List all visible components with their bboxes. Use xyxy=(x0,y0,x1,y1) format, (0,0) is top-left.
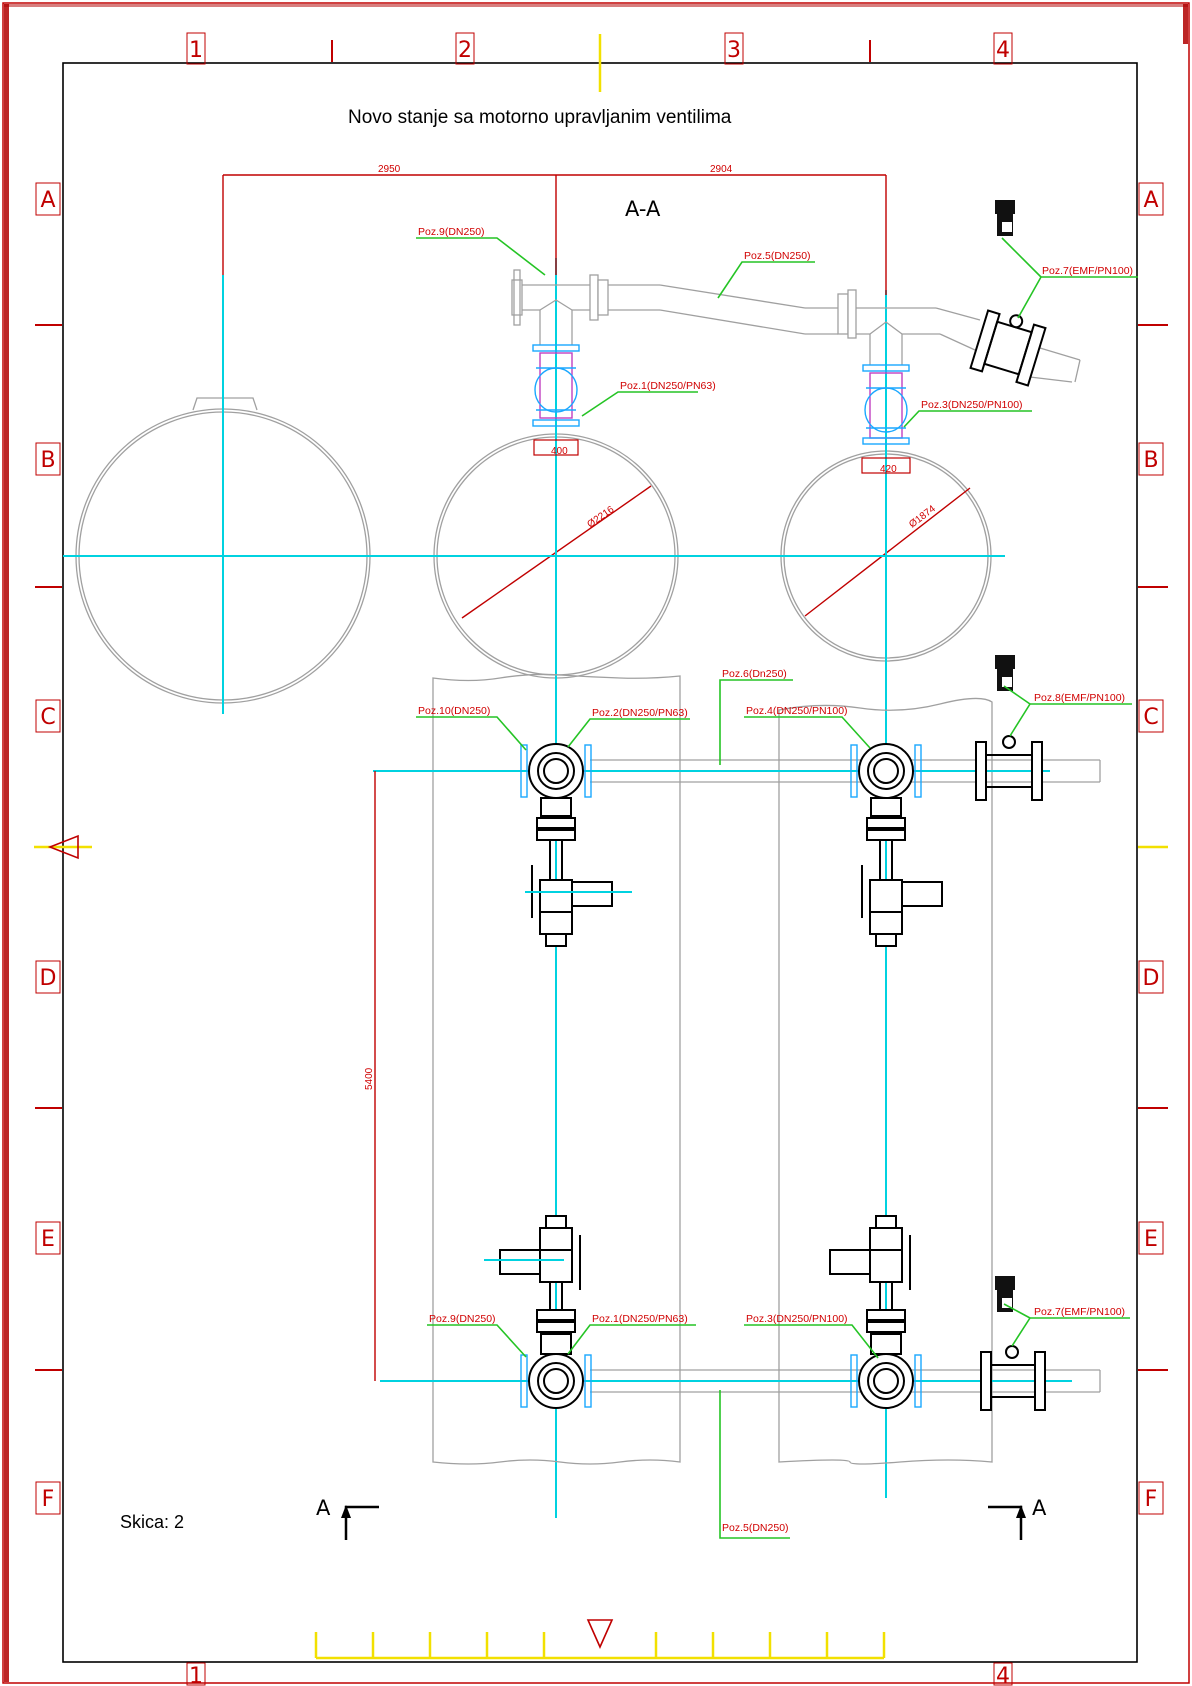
label-top-poz1: Poz.1(DN250/PN63) xyxy=(620,380,716,392)
label-mid-poz4: Poz.4(DN250/PN100) xyxy=(746,705,848,717)
label-mid-poz2: Poz.2(DN250/PN63) xyxy=(592,707,688,719)
label-bot-poz7: Poz.7(EMF/PN100) xyxy=(1034,1306,1125,1318)
label-top-poz9: Poz.9(DN250) xyxy=(418,226,485,238)
label-mid-poz6: Poz.6(Dn250) xyxy=(722,668,787,680)
top-flow-meter xyxy=(969,200,1047,387)
plan-vessels xyxy=(432,673,993,1465)
row-label-right-F: F xyxy=(1145,1487,1158,1512)
plan-valve-c-left xyxy=(520,743,632,947)
centering-marks xyxy=(34,34,1168,1660)
row-label-left-A: A xyxy=(40,188,55,213)
row-label-left-E: E xyxy=(41,1227,55,1252)
plan-valve-e-right xyxy=(829,1215,922,1409)
col-label-top-1: 1 xyxy=(189,38,203,63)
label-bot-poz1: Poz.1(DN250/PN63) xyxy=(592,1313,688,1325)
dim-2950: 2950 xyxy=(378,164,401,175)
top-valve-2 xyxy=(862,364,910,445)
plan-labels: Poz.6(Dn250) Poz.10(DN250) Poz.2(DN250/P… xyxy=(416,668,1132,1539)
dia-label-1: Ø2216 xyxy=(585,504,616,530)
section-marker-right: A xyxy=(988,1496,1047,1540)
row-label-right-E: E xyxy=(1144,1227,1158,1252)
top-valve-1 xyxy=(532,344,580,427)
section-label: A-A xyxy=(625,197,661,221)
label-bot-poz3: Poz.3(DN250/PN100) xyxy=(746,1313,848,1325)
row-label-left-D: D xyxy=(40,966,57,991)
section-marker-left-label: A xyxy=(316,1496,331,1520)
row-label-right-C: C xyxy=(1143,705,1158,730)
label-top-poz5: Poz.5(DN250) xyxy=(744,250,811,262)
drawing-title: Novo stanje sa motorno upravljanim venti… xyxy=(348,107,732,128)
dim-5400: 5400 xyxy=(364,1067,375,1090)
col-label-top-3: 3 xyxy=(727,38,741,63)
top-labels: Poz.9(DN250) Poz.5(DN250) Poz.7(EMF/PN10… xyxy=(416,226,1138,428)
label-top-poz3: Poz.3(DN250/PN100) xyxy=(921,399,1023,411)
label-mid-poz8: Poz.8(EMF/PN100) xyxy=(1034,692,1125,704)
top-piping xyxy=(511,269,1081,383)
top-dimensions: 2950 2904 400 420 xyxy=(222,164,911,475)
plan-flow-meter-c xyxy=(975,655,1043,801)
sketch-number: Skica: 2 xyxy=(120,1512,184,1532)
col-label-top-4: 4 xyxy=(996,38,1010,63)
row-label-right-B: B xyxy=(1143,448,1158,473)
label-top-poz7: Poz.7(EMF/PN100) xyxy=(1042,265,1133,277)
dim-2904: 2904 xyxy=(710,164,733,175)
label-bot-poz9: Poz.9(DN250) xyxy=(429,1313,496,1325)
label-mid-poz10: Poz.10(DN250) xyxy=(418,705,490,717)
label-bot-poz5: Poz.5(DN250) xyxy=(722,1522,789,1534)
row-label-right-D: D xyxy=(1143,966,1160,991)
col-label-top-2: 2 xyxy=(458,38,472,63)
row-label-right-A: A xyxy=(1143,188,1158,213)
zone-labels: 1 2 3 4 1 4 A B C D E F A B C D E F xyxy=(35,32,1164,1686)
plan-valve-e-left xyxy=(484,1215,592,1409)
dim-nozzle-1: 400 xyxy=(551,446,568,457)
section-marker-left: A xyxy=(316,1496,379,1540)
row-label-left-C: C xyxy=(40,705,55,730)
col-label-bottom-1: 1 xyxy=(189,1664,203,1686)
plan-pipes xyxy=(373,759,1101,1393)
col-label-bottom-4: 4 xyxy=(996,1664,1010,1686)
zone-ticks xyxy=(35,40,1168,1371)
plan-dimension: 5400 xyxy=(364,771,376,1381)
row-label-left-F: F xyxy=(42,1487,55,1512)
plan-valve-c-right xyxy=(850,743,943,947)
row-label-left-B: B xyxy=(40,448,55,473)
dim-nozzle-2: 420 xyxy=(880,464,897,475)
section-marker-right-label: A xyxy=(1032,1496,1047,1520)
